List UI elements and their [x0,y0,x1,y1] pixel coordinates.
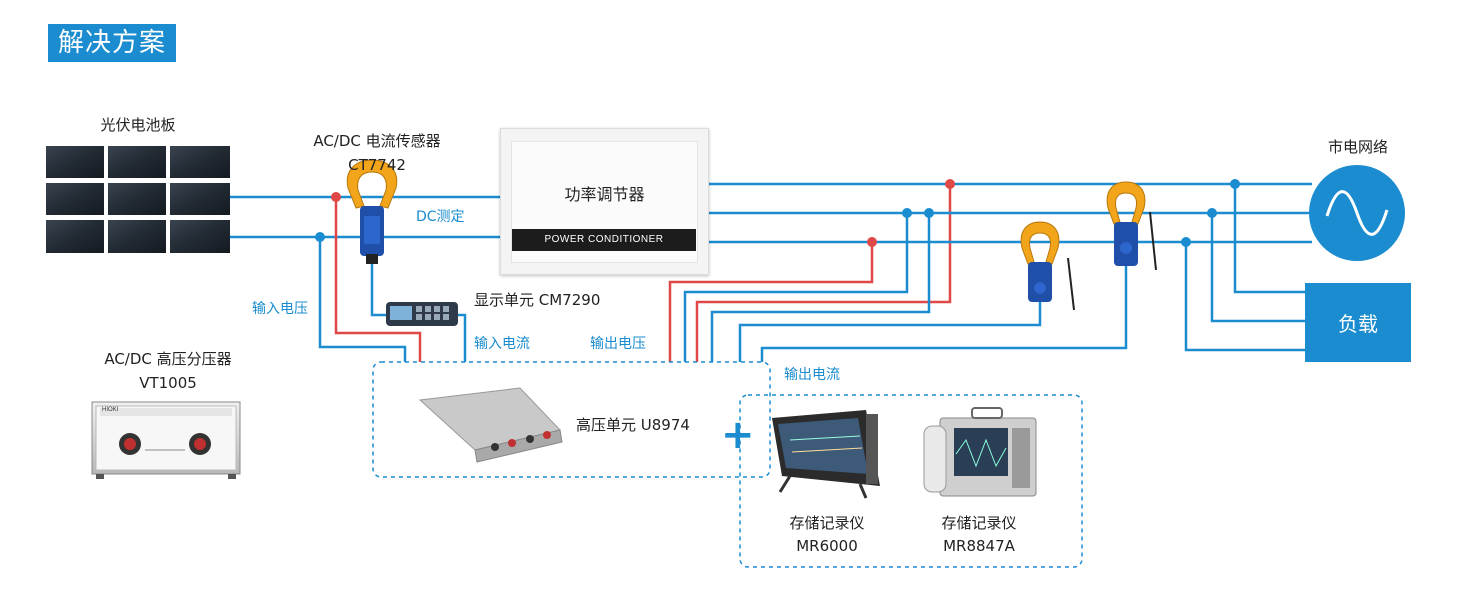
power-conditioner: 功率调节器 POWER CONDITIONER [500,128,709,275]
current-sensor-ct7742 [346,159,398,264]
recorder-mr6000 [772,410,880,499]
recorder2-label-line2: MR8847A [943,537,1015,555]
grid-symbol [1309,165,1405,261]
hv-group-outline [372,361,771,478]
input-voltage-label: 输入电压 [252,301,308,317]
junction-dots [315,179,1240,247]
hv-unit-u8974 [418,387,563,463]
recorder-mr8847a [923,407,1037,497]
input-current-label: 输入电流 [474,336,530,352]
recorder-group-outline [739,394,1083,568]
current-sensor-label-line2: CT7742 [348,156,406,174]
recorder2-label-line1: 存储记录仪 [941,514,1017,532]
pv-panel-label: 光伏电池板 [100,116,176,134]
plus-icon: + [721,412,755,458]
voltage-divider-label-line1: AC/DC 高压分压器 [104,350,232,368]
current-sensor-label-line1: AC/DC 电流传感器 [313,132,441,150]
load-box: 负载 [1305,283,1411,362]
output-voltage-label: 输出电压 [590,336,646,352]
recorder1-label-line1: 存储记录仪 [789,514,865,532]
recorder1-label-line2: MR6000 [796,537,858,555]
output-current-label: 输出电流 [784,367,840,383]
divider-brand-text: HIOKI [102,407,119,413]
voltage-divider-vt1005 [91,401,241,479]
dc-measure-label: DC测定 [416,209,465,225]
ac-lines [683,182,1312,362]
hv-unit-label: 高压单元 U8974 [576,416,690,434]
section-title: 解决方案 [48,24,177,62]
output-current-clamp-2 [1106,181,1157,271]
output-current-clamp-1 [1020,221,1075,311]
display-unit-label: 显示单元 CM7290 [474,291,601,309]
power-conditioner-plate: POWER CONDITIONER [512,229,696,251]
power-conditioner-label: 功率调节器 [564,185,645,204]
voltage-divider-label-line2: VT1005 [139,374,197,392]
pv-panel [46,145,230,255]
grid-label: 市电网络 [1327,138,1388,156]
display-unit-cm7290 [386,302,458,326]
